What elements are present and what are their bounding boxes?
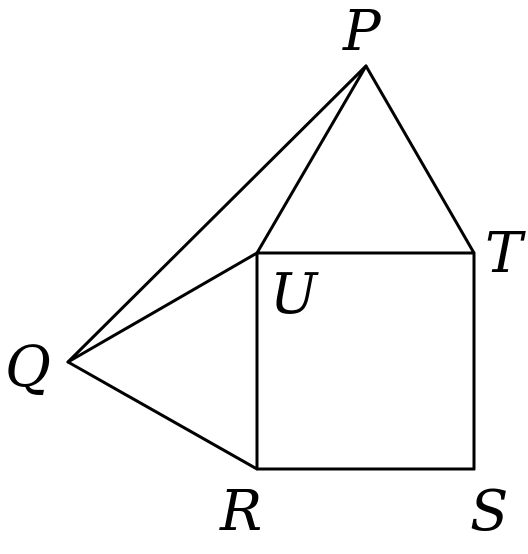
figure-segments <box>66 64 476 471</box>
segment-qu <box>66 251 259 364</box>
segment-qr <box>66 360 259 471</box>
vertex-label-t: T <box>485 221 526 286</box>
segment-pu <box>255 64 368 255</box>
vertex-label-u: U <box>270 262 319 327</box>
segment-pq <box>66 64 368 364</box>
vertex-label-r: R <box>219 479 262 544</box>
segment-pt <box>364 64 476 255</box>
vertex-label-s: S <box>470 479 508 544</box>
vertex-label-p: P <box>342 0 382 64</box>
vertex-label-q: Q <box>5 335 51 400</box>
